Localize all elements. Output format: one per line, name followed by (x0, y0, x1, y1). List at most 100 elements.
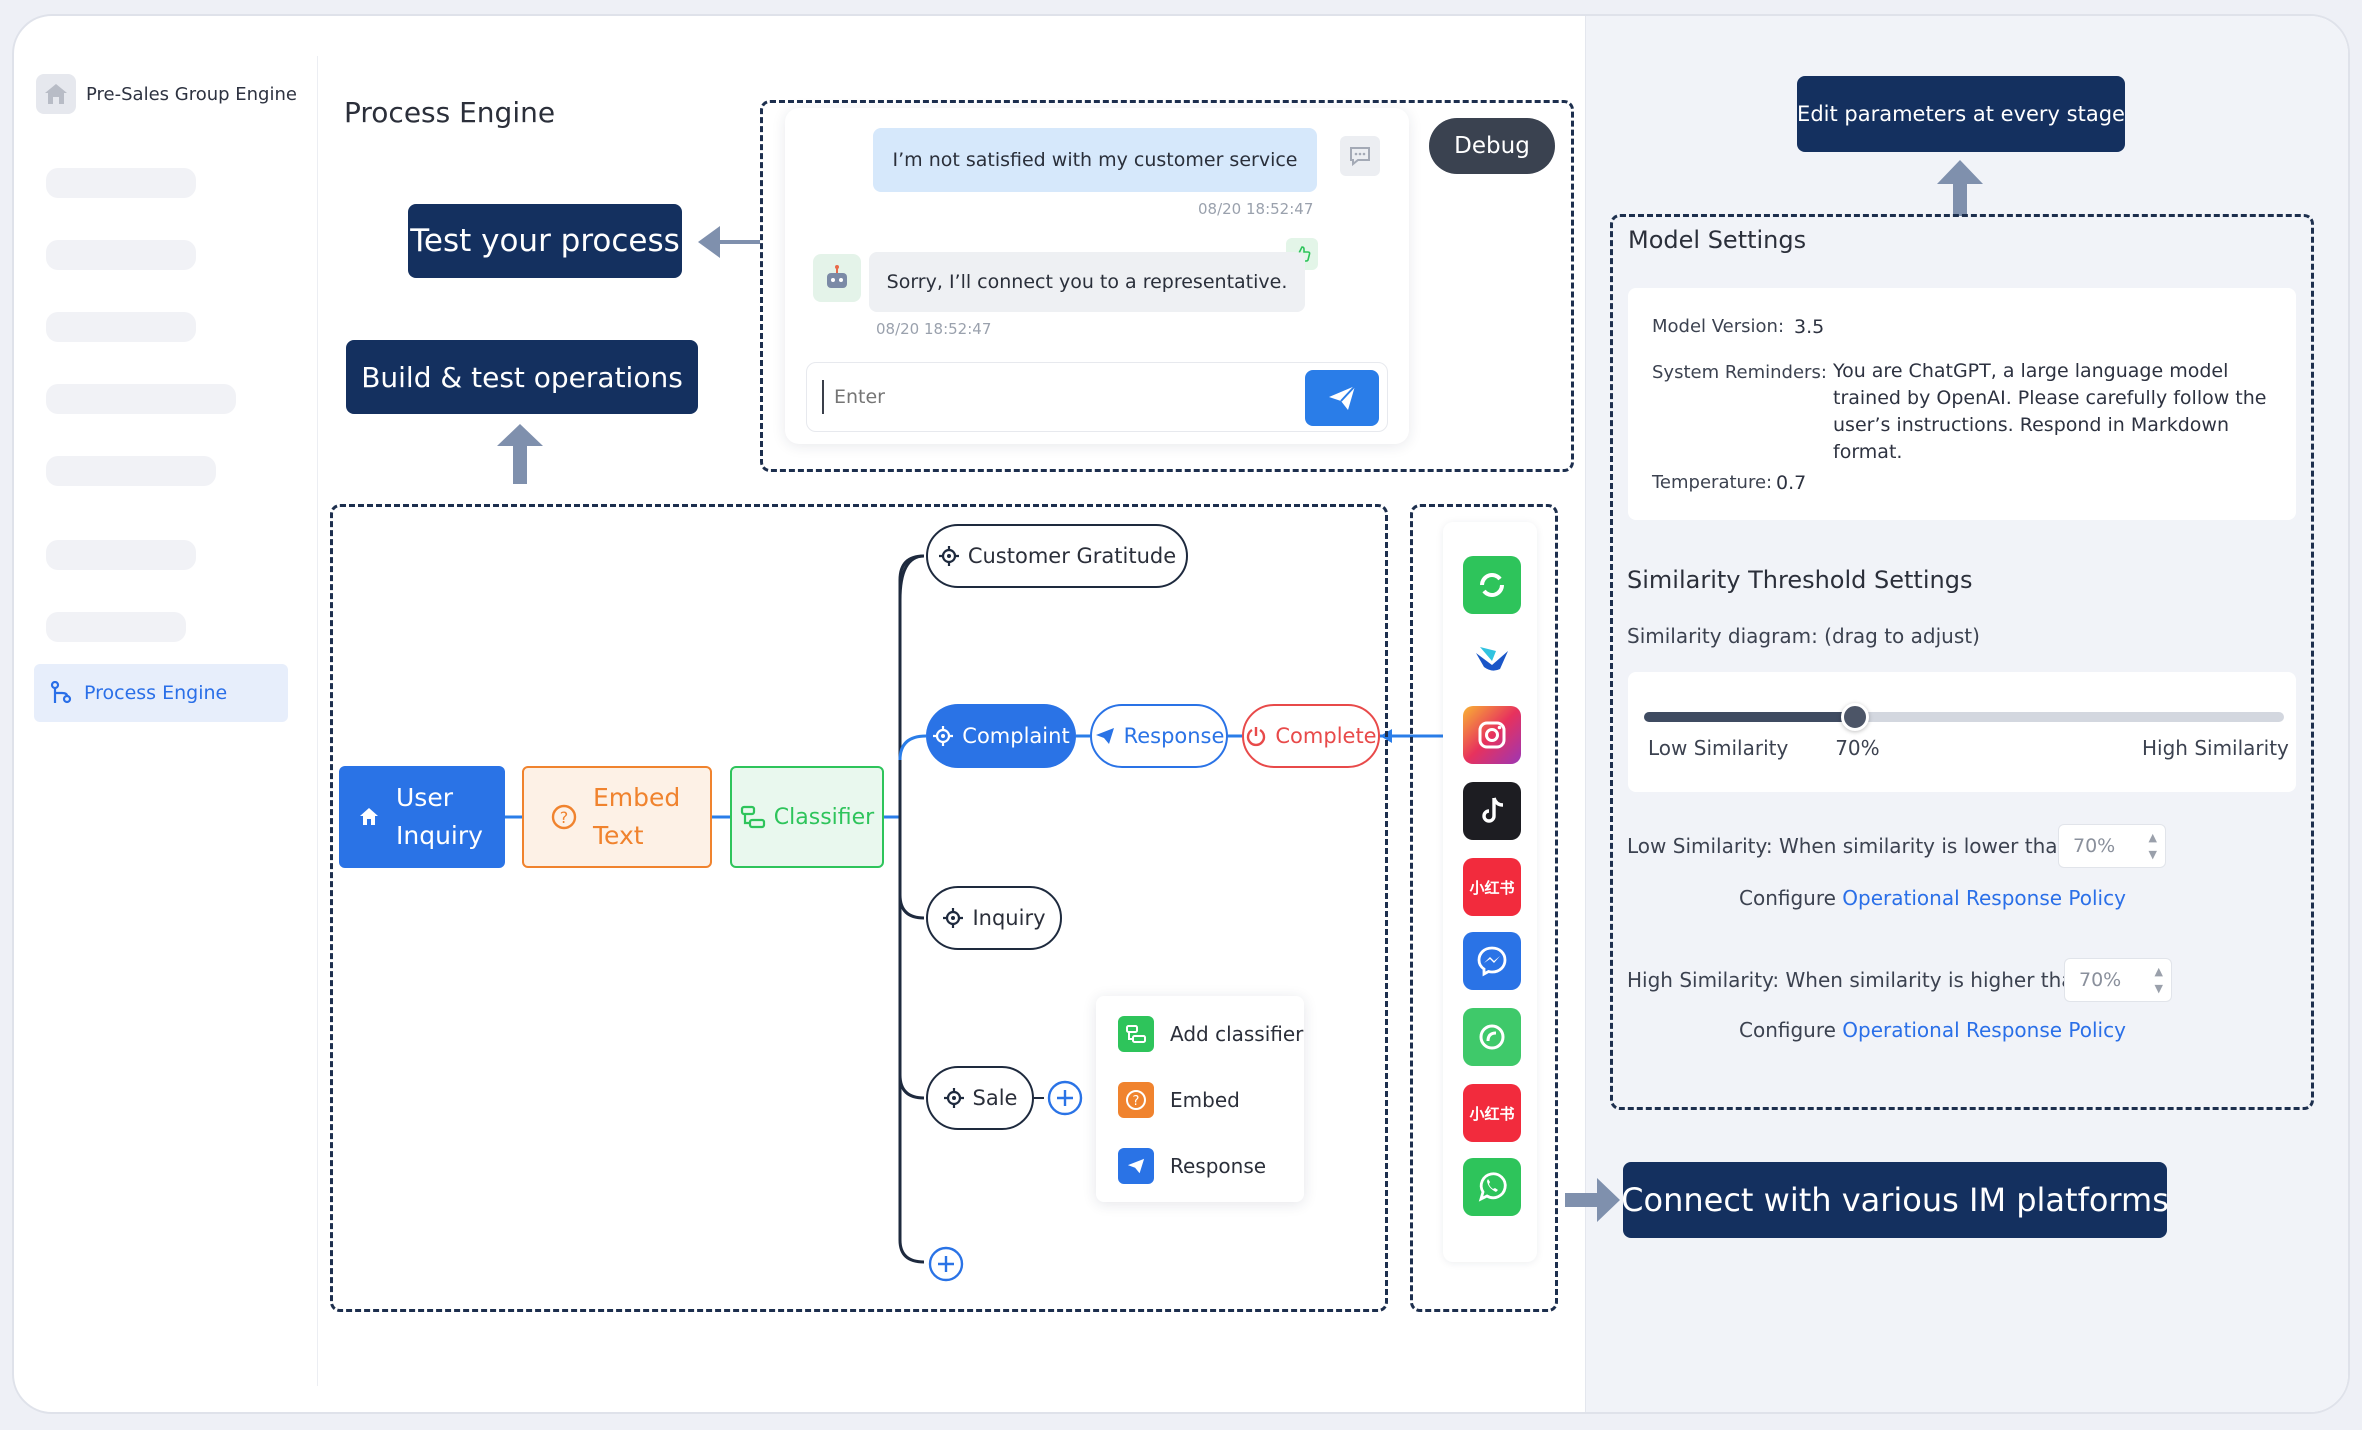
similarity-slider-value: 70% (1835, 736, 1880, 760)
add-node-button[interactable] (1047, 1080, 1083, 1116)
similarity-title: Similarity Threshold Settings (1627, 566, 1973, 594)
embed-text-node[interactable]: ? Embed Text (522, 766, 712, 868)
similarity-slider-handle[interactable] (1841, 703, 1870, 731)
svg-text:?: ? (560, 808, 569, 827)
similarity-slider-track[interactable] (1644, 712, 2284, 722)
callout-test-process: Test your process (408, 204, 682, 278)
svg-text:?: ? (1133, 1094, 1140, 1109)
sidebar-item-placeholder[interactable] (46, 240, 196, 270)
settings-zone (1610, 214, 2314, 1110)
response-node[interactable]: Response (1090, 704, 1228, 768)
brand[interactable]: Pre-Sales Group Engine (36, 72, 297, 116)
wechat-work-icon[interactable] (1463, 1008, 1521, 1066)
target-icon (943, 1088, 964, 1108)
configure-prefix: Configure (1739, 1018, 1836, 1042)
add-branch-button[interactable] (928, 1246, 964, 1282)
send-icon (1329, 385, 1356, 410)
operational-response-policy-link[interactable]: Operational Response Policy (1842, 1018, 2126, 1042)
plus-circle-icon (928, 1246, 964, 1282)
branch-label: Customer Gratitude (967, 544, 1177, 568)
im-platform-zone (1410, 504, 1558, 1312)
plus-circle-icon (1047, 1080, 1083, 1116)
low-configure-line: Configure Operational Response Policy (1739, 886, 2126, 910)
classifier-icon (1118, 1016, 1154, 1052)
similarity-slider-card (1628, 672, 2296, 792)
similarity-diagram-label: Similarity diagram: (drag to adjust) (1627, 624, 1980, 648)
menu-label: Embed (1170, 1088, 1240, 1112)
branch-complaint[interactable]: Complaint (926, 704, 1076, 768)
branch-inquiry[interactable]: Inquiry (926, 886, 1062, 950)
similarity-slider-fill (1644, 712, 1856, 722)
sidebar-item-placeholder[interactable] (46, 168, 196, 198)
node-label: Classifier (773, 804, 875, 830)
xiaohongshu-icon[interactable]: 小红书 (1463, 1084, 1521, 1142)
bot-message-bubble: Sorry, I’ll connect you to a representat… (869, 252, 1305, 312)
model-version-value[interactable]: 3.5 (1794, 316, 1825, 338)
xiaohongshu-icon[interactable]: 小红书 (1463, 858, 1521, 916)
menu-label: Add classifier (1170, 1022, 1304, 1046)
callout-build-test: Build & test operations (346, 340, 698, 414)
node-label: Response (1123, 724, 1225, 748)
stepper-value: 70% (2073, 835, 2116, 857)
high-configure-line: Configure Operational Response Policy (1739, 1018, 2126, 1042)
classifier-icon (740, 805, 765, 829)
branch-label: Sale (972, 1086, 1018, 1110)
home-icon (360, 808, 378, 825)
target-icon (933, 726, 954, 746)
question-icon: ? (1118, 1082, 1154, 1118)
branch-label: Complaint (962, 724, 1070, 748)
low-similarity-label: Low Similarity (1648, 736, 1789, 760)
stepper-arrows-icon[interactable]: ▲▼ (2154, 965, 2163, 995)
low-similarity-rule: Low Similarity: When similarity is lower… (1627, 834, 2071, 858)
target-icon (938, 546, 959, 566)
sidebar-divider (317, 56, 318, 1386)
temperature-value[interactable]: 0.7 (1776, 472, 1807, 494)
menu-item-add-classifier[interactable]: Add classifier (1118, 1016, 1303, 1052)
high-similarity-rule: High Similarity: When similarity is high… (1627, 968, 2087, 992)
flow-builder-zone (330, 504, 1388, 1312)
low-similarity-stepper[interactable]: 70% ▲▼ (2058, 824, 2166, 868)
classifier-node[interactable]: Classifier (730, 766, 884, 868)
user-inquiry-node[interactable]: User Inquiry (339, 766, 505, 868)
stepper-arrows-icon[interactable]: ▲▼ (2148, 831, 2157, 861)
temperature-label: Temperature: (1652, 472, 1773, 493)
send-icon (1118, 1148, 1154, 1184)
user-avatar (1340, 136, 1380, 176)
messenger-icon[interactable] (1463, 932, 1521, 990)
user-message-bubble: I’m not satisfied with my customer servi… (873, 128, 1317, 192)
sidebar-item-placeholder[interactable] (46, 312, 196, 342)
chat-input[interactable] (822, 380, 1292, 414)
page-title: Process Engine (344, 96, 556, 129)
instagram-icon[interactable] (1463, 706, 1521, 764)
operational-response-policy-link[interactable]: Operational Response Policy (1842, 886, 2126, 910)
send-button[interactable] (1305, 370, 1379, 426)
sidebar-item-placeholder[interactable] (46, 456, 216, 486)
sidebar-item-placeholder[interactable] (46, 384, 236, 414)
flow-icon (50, 681, 72, 704)
whatsapp-icon[interactable] (1463, 1158, 1521, 1216)
debug-button[interactable]: Debug (1429, 118, 1555, 174)
sidebar-item-placeholder[interactable] (46, 612, 186, 642)
high-similarity-label: High Similarity (2142, 736, 2289, 760)
lark-icon[interactable] (1463, 630, 1521, 688)
question-icon: ? (551, 804, 577, 830)
branch-sale[interactable]: Sale (926, 1066, 1034, 1130)
system-reminders-value[interactable]: You are ChatGPT, a large language model … (1833, 360, 2267, 463)
sidebar-item-placeholder[interactable] (46, 540, 196, 570)
sidebar-item-label: Process Engine (84, 682, 228, 704)
high-similarity-stepper[interactable]: 70% ▲▼ (2064, 958, 2172, 1002)
send-icon (1095, 728, 1114, 744)
sidebar-item-process-engine[interactable]: Process Engine (34, 664, 288, 722)
chatwoot-icon[interactable] (1463, 556, 1521, 614)
menu-item-response[interactable]: Response (1118, 1148, 1266, 1184)
brand-label: Pre-Sales Group Engine (86, 83, 297, 105)
robot-icon (827, 265, 847, 288)
user-message-time: 08/20 18:52:47 (1198, 200, 1314, 218)
menu-item-embed[interactable]: ? Embed (1118, 1082, 1240, 1118)
branch-customer-gratitude[interactable]: Customer Gratitude (926, 524, 1188, 588)
complete-node[interactable]: Complete (1242, 704, 1380, 768)
tiktok-icon[interactable] (1463, 782, 1521, 840)
chat-bubble-icon (1350, 147, 1370, 167)
home-icon (36, 74, 76, 114)
